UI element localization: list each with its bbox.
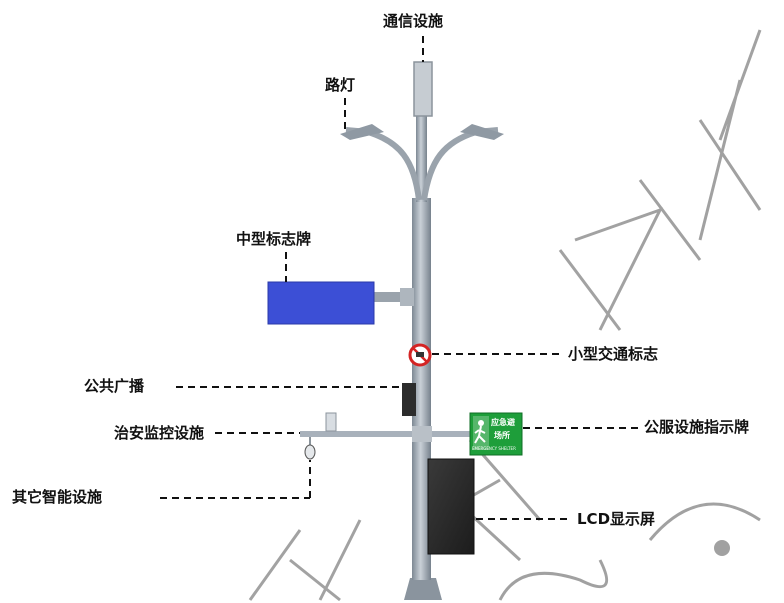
sign-bracket-clamp — [400, 288, 414, 306]
smart-device — [304, 444, 316, 460]
label-other-smart: 其它智能设施 — [12, 488, 103, 506]
label-security-monitoring: 治安监控设施 — [114, 424, 205, 442]
monitoring-arm-clamp — [412, 426, 432, 442]
green-sign-text-3: EMERGENCY SHELTER — [472, 446, 516, 451]
label-street-light: 路灯 — [325, 76, 356, 94]
green-sign-text-2: 场所 — [494, 431, 510, 440]
label-lcd-screen: LCD显示屏 — [577, 510, 656, 528]
left-lamp-arm — [345, 127, 422, 201]
small-traffic-sign — [408, 343, 432, 367]
label-small-traffic-sign: 小型交通标志 — [568, 345, 659, 363]
security-camera — [325, 412, 337, 432]
communication-box — [413, 61, 433, 117]
broadcast-speaker — [402, 383, 416, 416]
leader-lines — [160, 36, 638, 520]
label-medium-sign: 中型标志牌 — [236, 230, 312, 248]
left-lamp-head — [340, 124, 384, 140]
label-public-broadcast: 公共广播 — [84, 377, 145, 395]
medium-sign-board — [267, 281, 375, 325]
sign-bracket — [373, 292, 413, 302]
pole-base — [404, 578, 442, 600]
upper-pole — [416, 110, 427, 202]
monitoring-arm — [300, 431, 470, 437]
label-public-service-sign: 公服设施指示牌 — [644, 418, 750, 436]
lcd-screen — [427, 458, 475, 555]
right-lamp-arm — [421, 127, 499, 201]
green-sign-text-1: 应急避 — [491, 418, 515, 427]
right-lamp-head — [460, 124, 504, 140]
label-communication: 通信设施 — [383, 12, 444, 30]
main-pole — [412, 198, 431, 580]
